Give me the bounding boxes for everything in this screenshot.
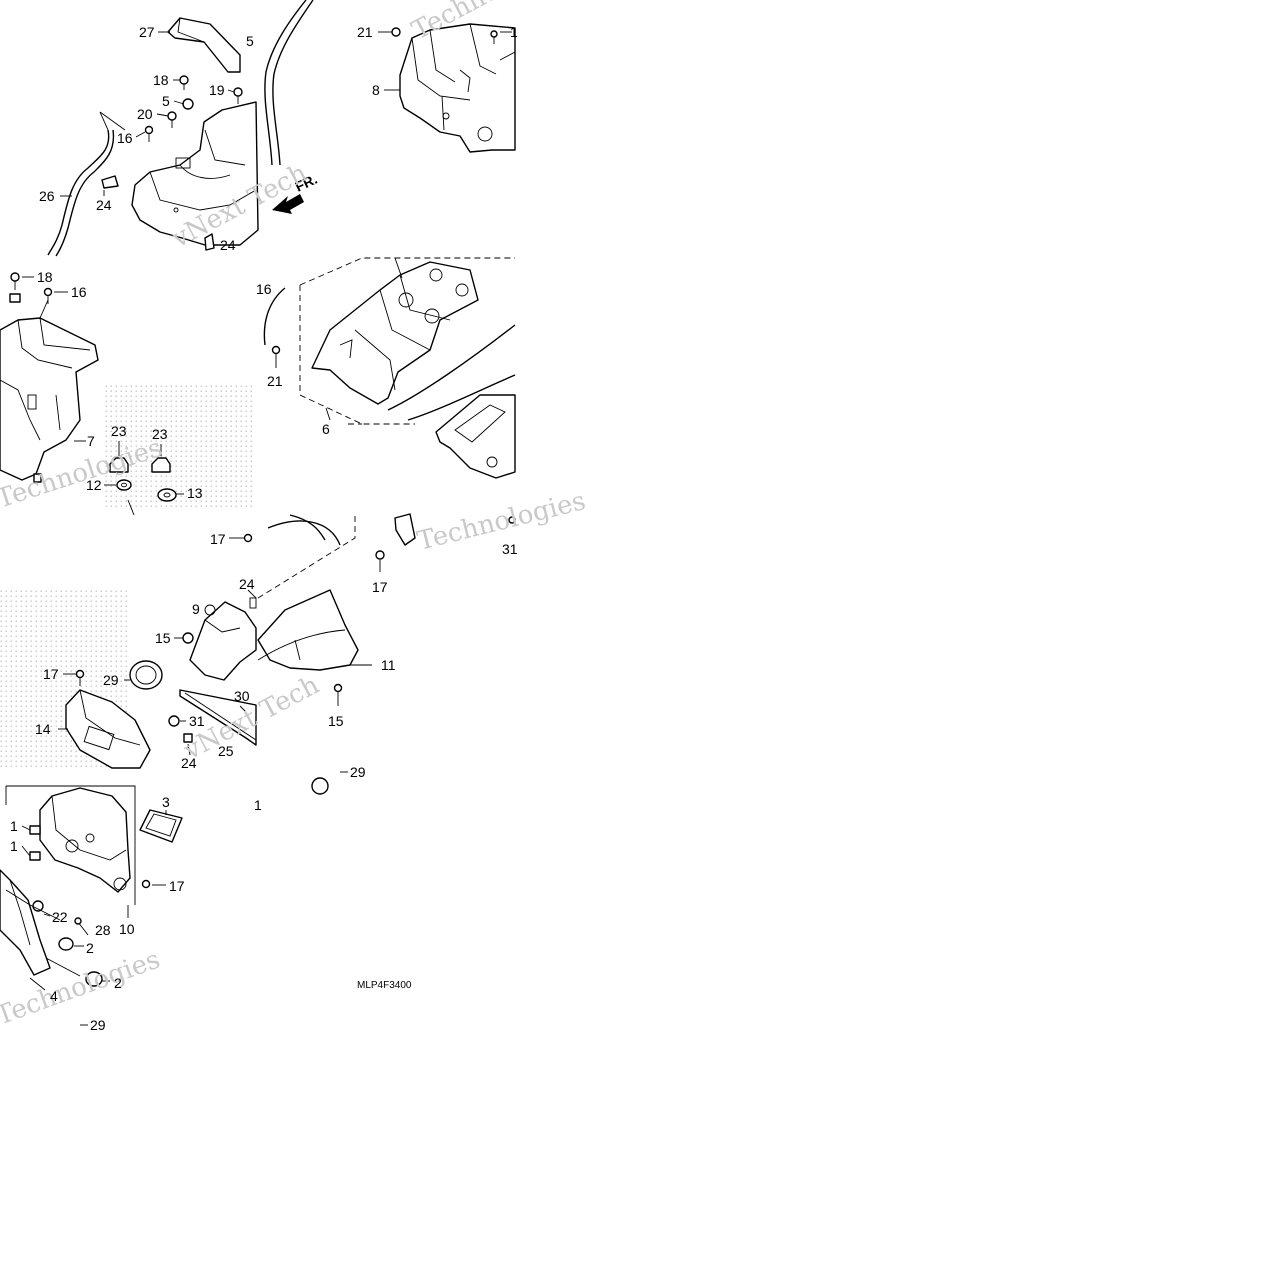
callout-number: 1 — [10, 838, 18, 854]
callout-number: 17 — [210, 531, 226, 547]
dotted-background-area — [105, 385, 255, 510]
rod-part — [179, 689, 257, 746]
tile-tail-light — [0, 785, 183, 1026]
callout-number: 5 — [162, 93, 170, 109]
bracket-part — [435, 394, 516, 479]
callout-number: 23 — [111, 423, 127, 439]
nut-part — [109, 457, 129, 473]
callout-number: 21 — [357, 24, 373, 40]
callout-number: 29 — [103, 672, 119, 688]
callout-number: 24 — [96, 197, 112, 213]
tile-license-light — [0, 533, 257, 770]
callout-number: 20 — [137, 106, 153, 122]
callout-number: 16 — [256, 281, 272, 297]
callout-number: 31 — [189, 713, 205, 729]
callout-number: 8 — [372, 82, 380, 98]
rear-fender-part — [257, 589, 359, 671]
callout-number: 24 — [220, 237, 236, 253]
license-light-housing-part — [65, 689, 151, 769]
callout-number: 29 — [90, 1017, 106, 1033]
lens-part — [139, 809, 183, 843]
tile-rear-fender — [263, 257, 516, 479]
tool-box-part — [399, 23, 516, 153]
callout-number: 14 — [35, 721, 51, 737]
callout-number: 12 — [86, 477, 102, 493]
callout-number: 21 — [267, 373, 283, 389]
callout-number: 15 — [155, 630, 171, 646]
tile-rear-fender-top: FR. — [47, 0, 320, 257]
callout-number: 13 — [187, 485, 203, 501]
callout-number: 15 — [328, 713, 344, 729]
callout-number: 24 — [239, 576, 255, 592]
mudguard-part — [0, 317, 99, 481]
rear-fender-tray-part — [311, 261, 479, 405]
callout-number: 1 — [510, 24, 518, 40]
callout-number: 9 — [192, 601, 200, 617]
callout-number: 2 — [114, 975, 122, 991]
callout-number: 6 — [322, 421, 330, 437]
callout-number: 18 — [37, 269, 53, 285]
tile-tool-box — [378, 23, 516, 153]
callout-number: 11 — [381, 657, 396, 673]
mount-bracket-part — [0, 869, 51, 976]
callout-number: 1 — [10, 818, 18, 834]
tail-light-part — [39, 787, 131, 893]
callout-number: 18 — [153, 72, 169, 88]
callout-number: 5 — [246, 33, 254, 49]
callout-number: 1 — [254, 797, 262, 813]
callout-number: 29 — [350, 764, 366, 780]
grommet-part — [129, 660, 163, 690]
callout-number: 26 — [39, 188, 55, 204]
callout-number: 2 — [86, 940, 94, 956]
callout-number: 10 — [119, 921, 135, 937]
callout-number: 27 — [139, 24, 155, 40]
callout-number: 28 — [95, 922, 111, 938]
grab-rail-part — [167, 17, 241, 73]
license-bracket-part — [189, 601, 257, 681]
callout-number: 30 — [234, 688, 250, 704]
callout-number: 3 — [162, 794, 170, 810]
callout-number: 16 — [117, 130, 133, 146]
callout-number: 31 — [502, 541, 518, 557]
callout-number: 17 — [43, 666, 59, 682]
callout-number: 17 — [372, 579, 388, 595]
inner-fender-part — [131, 101, 259, 246]
callout-number: 4 — [50, 988, 58, 1004]
callout-number: 17 — [169, 878, 185, 894]
callout-number: 16 — [71, 284, 87, 300]
bolt-part — [144, 75, 243, 142]
tile-rear-fender-lower — [257, 513, 516, 795]
callout-number: 25 — [218, 743, 234, 759]
callout-number: 19 — [209, 82, 225, 98]
breather-tube-part — [47, 129, 110, 256]
callout-number: 24 — [181, 755, 197, 771]
callout-number: 7 — [87, 433, 95, 449]
callout-layer: 27 5 18 5 19 20 16 26 24 24 21 1 8 18 16… — [10, 24, 518, 1033]
diagram-code: MLP4F3400 — [357, 980, 412, 991]
tile-inner-fender — [0, 272, 255, 516]
callout-number: 22 — [52, 909, 68, 925]
callout-number: 23 — [152, 426, 168, 442]
